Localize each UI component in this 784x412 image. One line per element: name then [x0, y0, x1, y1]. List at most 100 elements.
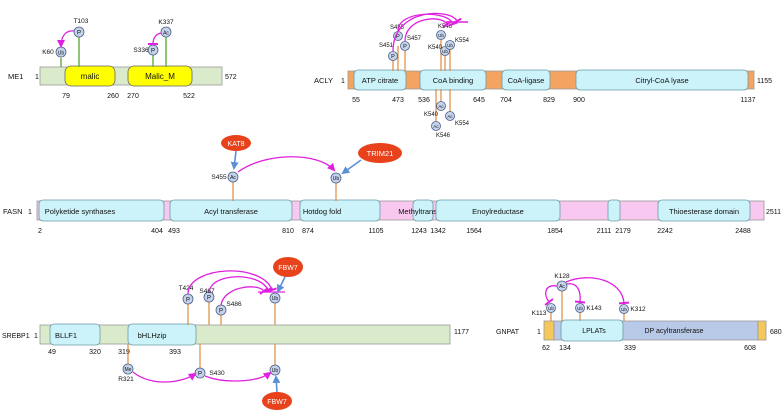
fasn-arrow-ac-ub — [237, 156, 336, 173]
fasn-domain-methyl-label: Methyltransferase — [398, 207, 458, 216]
acly-arrow — [392, 12, 462, 52]
fasn-domain-pks — [38, 199, 165, 222]
me1-arrow-k337-s336 — [147, 32, 162, 46]
gnpat-end: 680 — [770, 329, 782, 336]
ub-glyph: Ub — [438, 33, 444, 38]
fasn-domain-enoyl-label: Enoylreductase — [472, 207, 524, 216]
srebp1-enzyme-fbw7-bottom-arrow — [272, 375, 281, 393]
acly-tick: 536 — [418, 97, 430, 104]
p-glyph: P — [198, 371, 202, 377]
gnpat-arrow-k143 — [566, 283, 586, 304]
srebp1-backbone — [39, 324, 451, 345]
acly-tick: 55 — [352, 97, 360, 104]
srebp1-enzyme-fbw7-bottom-label: FBW7 — [267, 399, 287, 406]
acly-tick: 704 — [500, 97, 512, 104]
ac-glyph: Ac — [447, 114, 453, 119]
acly-site-s457: S457 — [407, 36, 422, 42]
me1-end: 572 — [225, 74, 237, 81]
me1-name: ME1 — [8, 72, 23, 81]
gnpat-backbone-start — [543, 320, 555, 341]
srebp1-domain-bhlhzip-label: bHLHzip — [138, 331, 167, 340]
acly-site-k540: K540 — [428, 45, 443, 51]
acly-ub-icon-k546 — [436, 30, 446, 40]
acly-site-k554: K554 — [455, 38, 470, 44]
fasn-end: 2511 — [766, 209, 781, 216]
srebp1-site-s486: S486 — [226, 301, 242, 308]
srebp1-me-icon — [122, 363, 134, 375]
acly-ac-icon-k554 — [445, 111, 455, 121]
fasn-tick: 1342 — [430, 228, 446, 235]
gnpat-domain-lplats — [560, 319, 624, 342]
fasn-domain-acyl — [169, 199, 293, 222]
srebp1-start: 1 — [34, 333, 38, 340]
me1-arrow-t103-k60 — [57, 30, 75, 48]
fasn-enzyme-kat8-arrow — [230, 150, 239, 170]
srebp1-domain-bhlhzip — [127, 323, 197, 346]
ub-glyph: Ub — [621, 307, 627, 312]
fasn-domain-acyl-label: Acyl transferase — [204, 207, 258, 216]
acly-domain-citryl — [575, 69, 749, 91]
acly-panel: ATP citrate CoA binding CoA-ligase Citry… — [314, 12, 772, 139]
srebp1-site-s467: S467 — [199, 288, 215, 295]
srebp1-site-r321: R321 — [118, 376, 134, 383]
p-glyph: P — [219, 308, 223, 314]
srebp1-site-t424: T424 — [179, 285, 194, 292]
ac-glyph: Ac — [559, 284, 565, 290]
me1-p-icon-t103 — [73, 26, 85, 38]
p-glyph: P — [186, 297, 190, 303]
fasn-tick: 1105 — [368, 228, 383, 235]
ub-glyph: Ub — [447, 43, 453, 48]
me-glyph: Me — [125, 367, 132, 373]
ub-glyph: Ub — [333, 176, 340, 182]
acly-site-k546-ac: K546 — [436, 133, 451, 139]
gnpat-tick: 608 — [744, 345, 756, 352]
me1-tick-260: 260 — [107, 93, 119, 100]
acly-site-s455: S455 — [390, 25, 405, 31]
srebp1-panel: BLLF1 bHLHzip SREBP1 1 1177 49 320 319 3… — [2, 257, 469, 410]
me1-site-s336: S336 — [133, 47, 149, 54]
srebp1-ub-icon-bottom — [269, 364, 281, 376]
acly-site-s451: S451 — [379, 43, 394, 49]
fasn-name: FASN — [3, 207, 23, 216]
srebp1-tick: 319 — [118, 349, 130, 356]
p-glyph: P — [403, 44, 407, 50]
fasn-domain-small — [607, 199, 621, 222]
fasn-enzyme-kat8 — [221, 135, 251, 151]
gnpat-domain-lplats-label: LPLATs — [582, 328, 606, 335]
fasn-site-s455: S455 — [211, 174, 227, 181]
ac-glyph: Ac — [163, 30, 169, 36]
srebp1-arrow — [220, 286, 269, 306]
gnpat-arrow-k312 — [565, 277, 630, 305]
me1-site-t103: T103 — [74, 18, 89, 25]
fasn-tick: 874 — [302, 228, 314, 235]
srebp1-tick: 320 — [89, 349, 101, 356]
acly-site-k540-ac: K540 — [424, 112, 439, 118]
srebp1-name: SREBP1 — [2, 333, 30, 340]
fasn-domain-hotdog — [299, 199, 381, 222]
me1-domain-malic — [64, 65, 116, 87]
acly-ac-icon-k540 — [436, 101, 446, 111]
fasn-enzyme-trim21 — [358, 143, 402, 163]
srebp1-enzyme-fbw7-top-label: FBW7 — [278, 265, 298, 272]
gnpat-ub-icon-k312 — [619, 304, 629, 314]
acly-name: ACLY — [314, 76, 333, 85]
fasn-tick: 1243 — [411, 228, 427, 235]
me1-domain-malic-label: malic — [81, 72, 100, 81]
acly-tick: 645 — [473, 97, 485, 104]
fasn-tick: 493 — [168, 228, 180, 235]
acly-site-k546: K546 — [438, 24, 453, 30]
gnpat-domain-dp-label: DP acyltransferase — [644, 328, 703, 335]
fasn-enzyme-kat8-label: KAT8 — [228, 141, 245, 148]
me1-site-k337: K337 — [158, 19, 174, 26]
srebp1-arrow — [187, 270, 278, 295]
srebp1-arrow-p-ub — [204, 371, 272, 382]
acly-domain-atp — [353, 69, 407, 91]
ub-glyph: Ub — [577, 306, 583, 311]
fasn-domain-thio-label: Thioesterase domain — [669, 207, 739, 216]
fasn-tick: 1564 — [466, 228, 482, 235]
ac-glyph: Ac — [230, 175, 236, 181]
fasn-enzyme-trim21-label: TRIM21 — [367, 149, 394, 158]
gnpat-site-k312: K312 — [630, 306, 646, 313]
fasn-tick: 2 — [38, 228, 42, 235]
